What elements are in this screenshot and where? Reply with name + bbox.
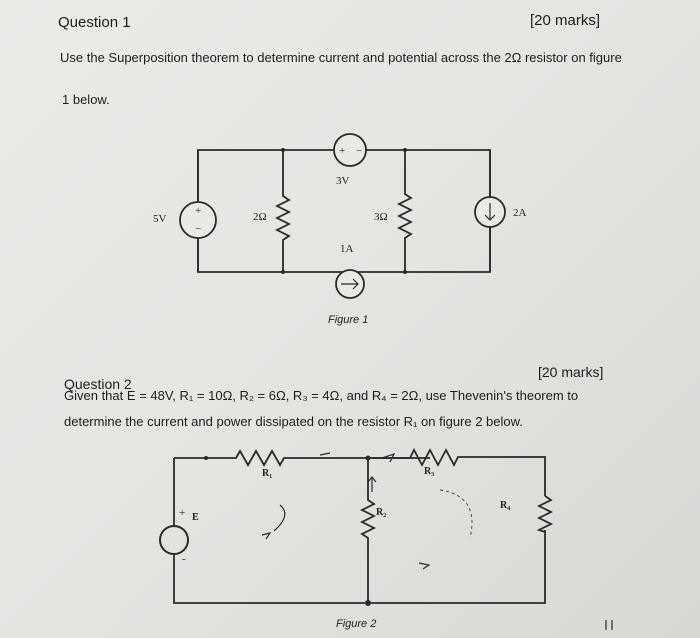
label-r3: R₃ <box>424 466 434 477</box>
question2-text-line2: determine the current and power dissipat… <box>64 414 523 429</box>
handwritten-arc-left <box>273 504 286 532</box>
handwritten-arrow-up <box>367 476 377 492</box>
figure1-circuit: + − + − <box>179 133 506 299</box>
label-r1: R₁ <box>262 468 272 479</box>
question1-text-line2: 1 below. <box>62 92 110 107</box>
question2-title: Question 2 <box>64 376 132 392</box>
label-3ohm: 3Ω <box>374 211 388 223</box>
figure2-circuit: + - <box>159 448 613 630</box>
label-1a: 1A <box>340 243 354 255</box>
svg-text:+: + <box>195 205 201 217</box>
label-r4: R₄ <box>500 500 510 511</box>
resistor-2ohm <box>274 150 292 272</box>
svg-text:+: + <box>179 507 185 519</box>
label-3v: 3V <box>336 175 350 187</box>
label-2ohm: 2Ω <box>253 211 267 223</box>
handwritten-marks-top <box>319 452 396 463</box>
label-r2: R₂ <box>376 507 386 518</box>
handwritten-arrow-left <box>261 532 272 540</box>
label-2a: 2A <box>513 207 527 219</box>
figure1-caption: Figure 1 <box>328 314 369 326</box>
svg-text:−: − <box>195 223 201 235</box>
resistor-r2 <box>359 458 377 603</box>
question2-text-line1: Given that E = 48V, R₁ = 10Ω, R₂ = 6Ω, R… <box>64 388 579 403</box>
voltage-source-e <box>159 525 189 555</box>
svg-text:-: - <box>182 553 186 565</box>
voltage-source-5v <box>179 201 217 239</box>
resistor-3ohm <box>396 150 414 272</box>
label-5v: 5V <box>153 213 167 225</box>
resistor-r4 <box>536 495 554 533</box>
dashed-loop-arc <box>439 489 473 539</box>
handwritten-scribble-corner <box>605 620 613 630</box>
resistor-r1 <box>174 449 430 467</box>
figure2-caption: Figure 2 <box>336 618 377 630</box>
question1-text-line1: Use the Superposition theorem to determi… <box>60 50 622 65</box>
question1-title: Question 1 <box>58 14 131 31</box>
svg-text:+: + <box>339 145 345 157</box>
resistor-r3 <box>372 448 546 496</box>
svg-text:−: − <box>356 145 362 157</box>
label-e: E <box>192 512 199 523</box>
handwritten-arrow-right <box>418 562 431 570</box>
voltage-source-3v <box>333 133 367 167</box>
question1-marks: [20 marks] <box>530 12 601 29</box>
question2-marks: [20 marks] <box>538 364 604 380</box>
